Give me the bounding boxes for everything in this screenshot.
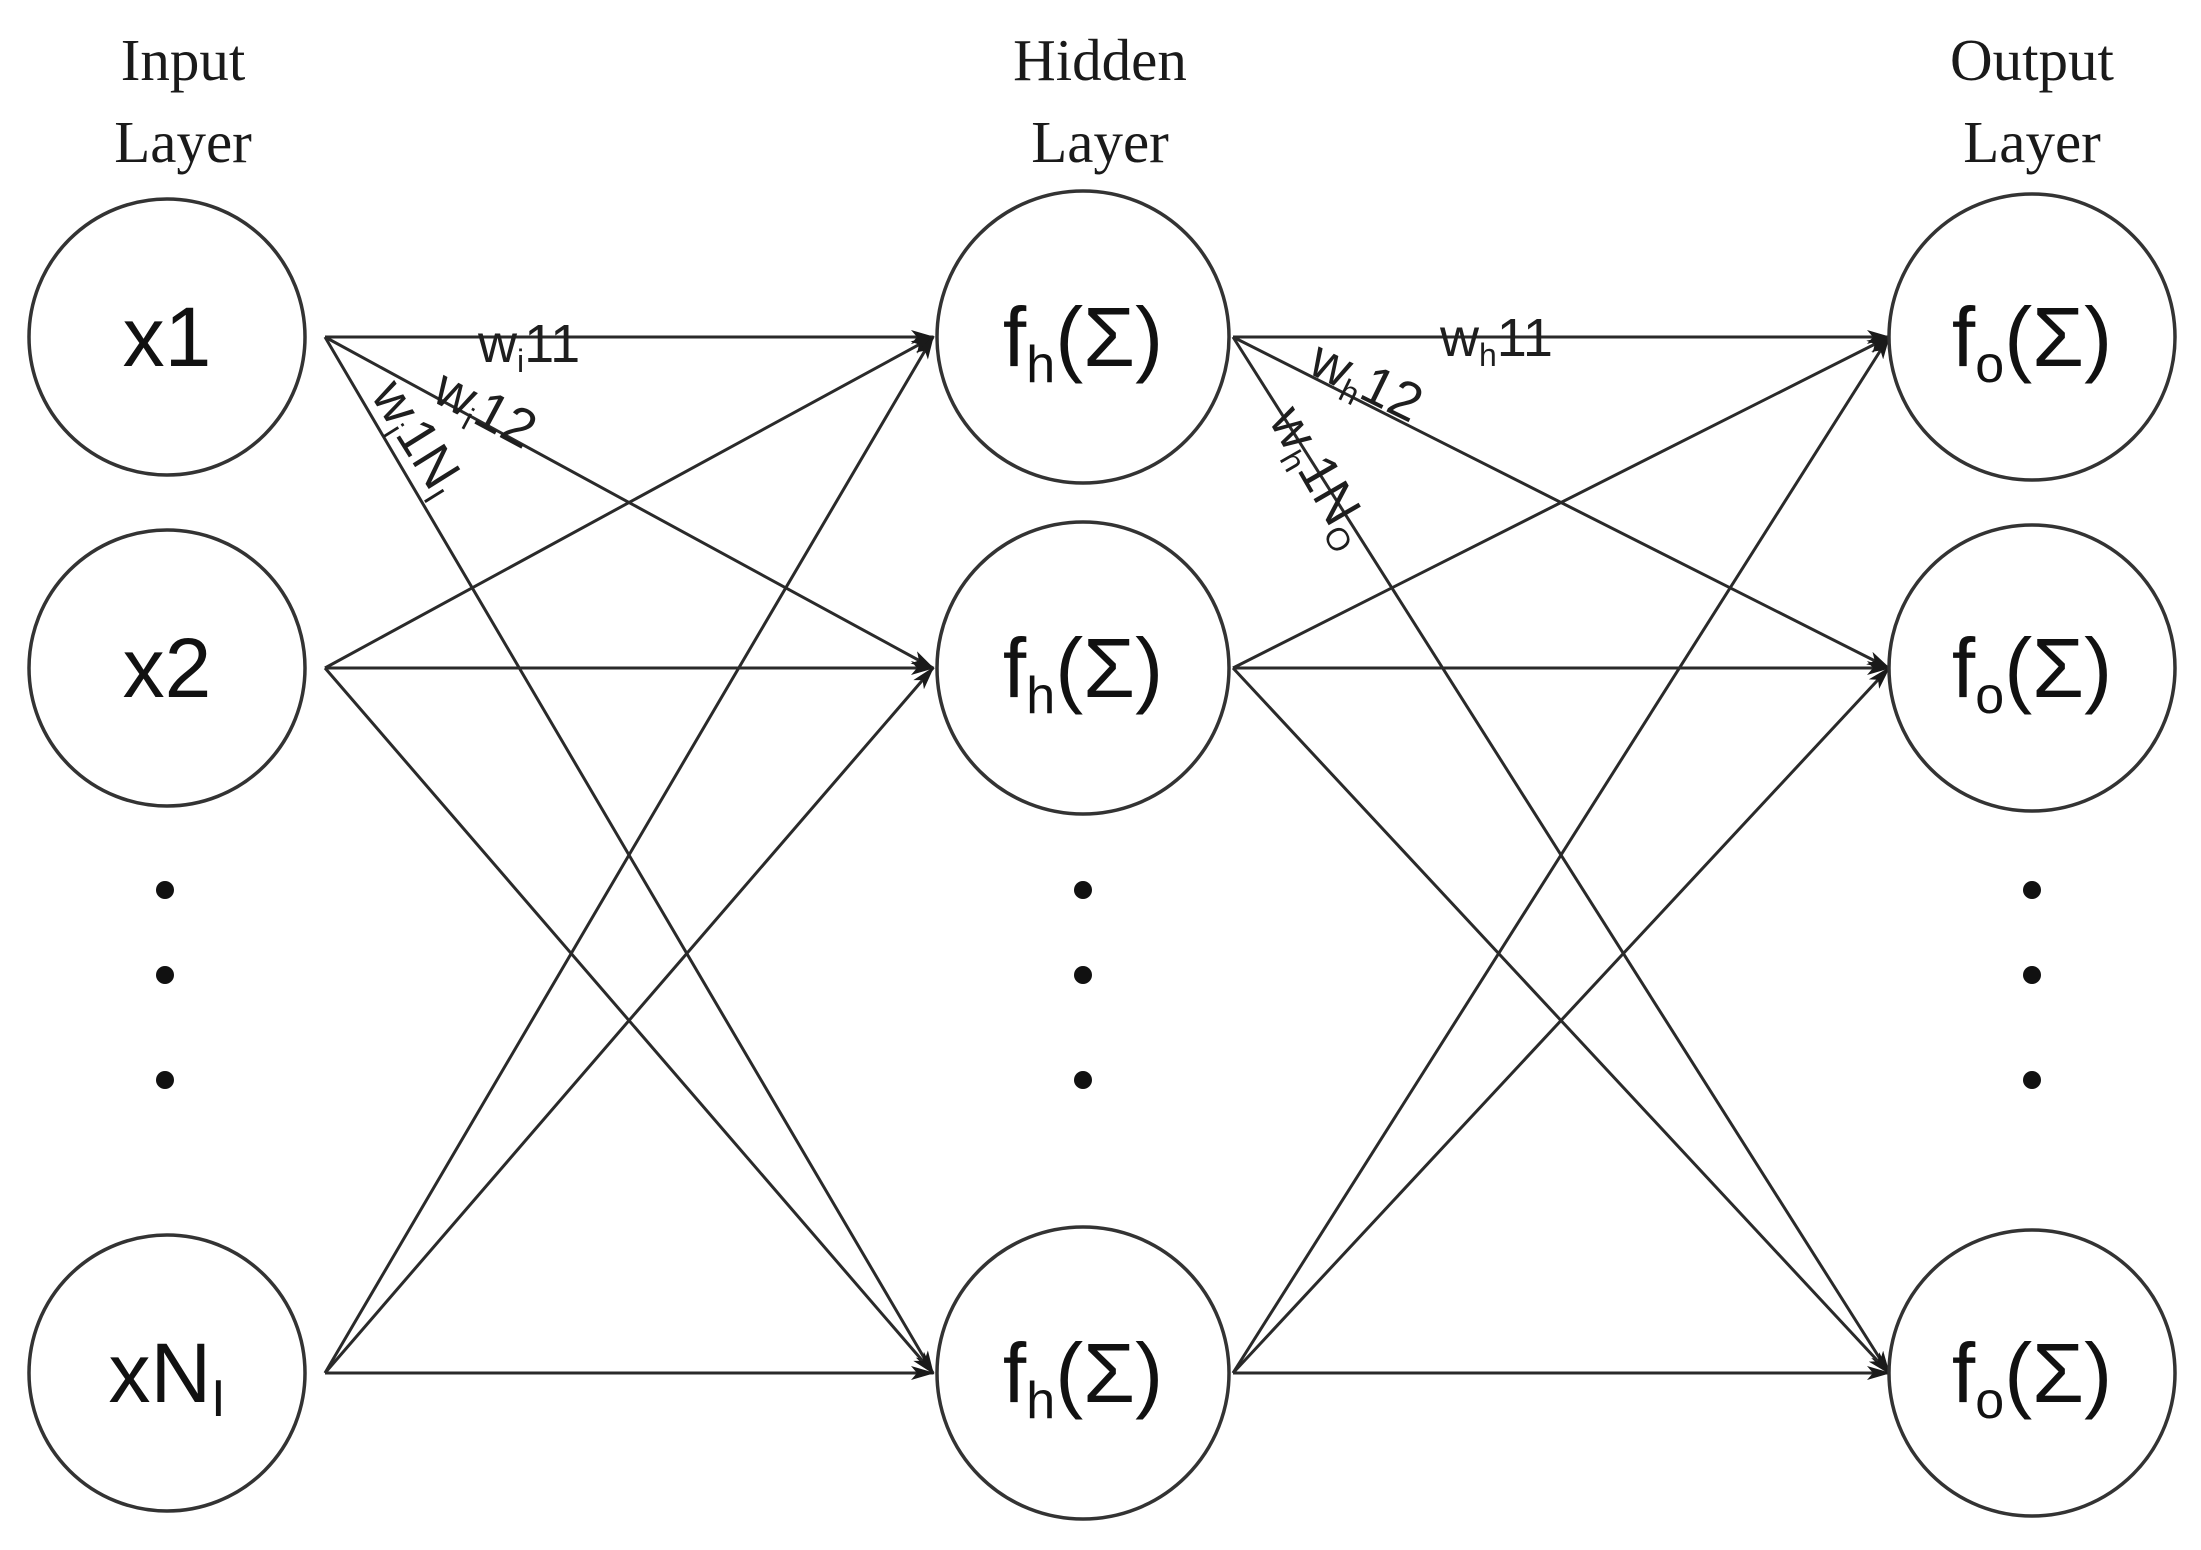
hidden-ellipsis bbox=[1074, 881, 1092, 1089]
weight-label-h-1no: wh1NO bbox=[1253, 395, 1385, 559]
output-ellipsis-dot-2 bbox=[2023, 966, 2041, 984]
input-node-2-circle bbox=[27, 528, 307, 808]
input-layer-title-line2: Layer bbox=[114, 109, 252, 175]
output-node-2-circle bbox=[1887, 523, 2177, 813]
input-node-n-circle bbox=[27, 1233, 307, 1513]
input-node-1: x1 bbox=[27, 197, 307, 477]
input-ellipsis bbox=[156, 881, 174, 1089]
edge-xn-h2 bbox=[323, 666, 935, 1374]
input-node-n: xNI bbox=[27, 1233, 307, 1513]
hidden-layer-title-line1: Hidden bbox=[1013, 27, 1187, 93]
output-node-1-label: fo(Σ) bbox=[1952, 290, 2112, 394]
input-ellipsis-dot-1 bbox=[156, 881, 174, 899]
hidden-node-n: fh(Σ) bbox=[935, 1225, 1231, 1521]
hidden-node-n-label: fh(Σ) bbox=[1003, 1326, 1163, 1430]
input-node-1-circle bbox=[27, 197, 307, 477]
weight-label-h-11: wh11 bbox=[1439, 308, 1553, 373]
edge-x2-h1 bbox=[324, 335, 935, 670]
edge-xn-h1 bbox=[323, 335, 935, 1374]
input-node-1-label: x1 bbox=[123, 290, 212, 384]
hidden-layer-title-line2: Layer bbox=[1031, 109, 1169, 175]
output-node-1-circle bbox=[1887, 192, 2177, 482]
input-node-2: x2 bbox=[27, 528, 307, 808]
edge-h3-o2 bbox=[1231, 666, 1891, 1375]
weight-label-i-11: wi11 bbox=[477, 314, 580, 379]
hidden-output-edges bbox=[1231, 330, 1891, 1380]
hidden-node-2-label: fh(Σ) bbox=[1003, 621, 1163, 725]
hidden-node-1: fh(Σ) bbox=[935, 189, 1231, 485]
output-node-1: fo(Σ) bbox=[1887, 192, 2177, 482]
input-ellipsis-dot-3 bbox=[156, 1071, 174, 1089]
input-layer-title-line1: Input bbox=[121, 27, 246, 93]
hidden-node-1-circle bbox=[935, 189, 1231, 485]
output-node-n-label: fo(Σ) bbox=[1952, 1326, 2112, 1430]
output-ellipsis bbox=[2023, 881, 2041, 1089]
output-node-n-circle bbox=[1887, 1228, 2177, 1518]
output-node-2-label: fo(Σ) bbox=[1952, 621, 2112, 725]
input-hidden-edges bbox=[323, 330, 935, 1380]
input-node-2-label: x2 bbox=[123, 621, 212, 715]
edge-h3-o1 bbox=[1231, 335, 1891, 1374]
hidden-ellipsis-dot-3 bbox=[1074, 1071, 1092, 1089]
edge-h2-o1 bbox=[1232, 335, 1891, 670]
output-node-n: fo(Σ) bbox=[1887, 1228, 2177, 1518]
hidden-node-1-label: fh(Σ) bbox=[1003, 290, 1163, 394]
output-ellipsis-dot-1 bbox=[2023, 881, 2041, 899]
output-layer-title-line1: Output bbox=[1950, 27, 2115, 93]
hidden-ellipsis-dot-1 bbox=[1074, 881, 1092, 899]
output-ellipsis-dot-3 bbox=[2023, 1071, 2041, 1089]
output-layer-title-line2: Layer bbox=[1963, 109, 2101, 175]
hidden-node-2-circle bbox=[935, 520, 1231, 816]
input-node-n-label: xNI bbox=[108, 1326, 225, 1428]
hidden-ellipsis-dot-2 bbox=[1074, 966, 1092, 984]
hidden-node-2: fh(Σ) bbox=[935, 520, 1231, 816]
hidden-node-n-circle bbox=[935, 1225, 1231, 1521]
input-ellipsis-dot-2 bbox=[156, 966, 174, 984]
output-node-2: fo(Σ) bbox=[1887, 523, 2177, 813]
